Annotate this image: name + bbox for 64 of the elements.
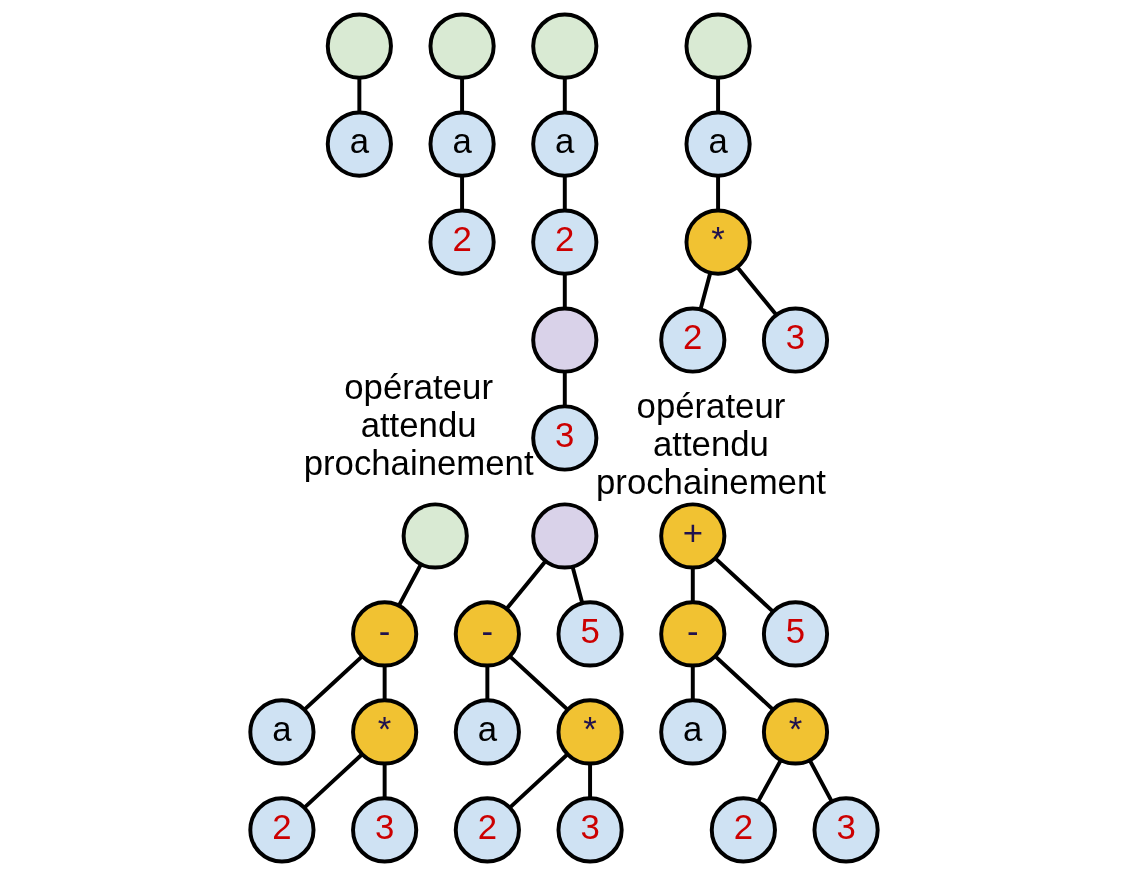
node-circle: *: [684, 208, 752, 276]
connector: [397, 563, 423, 607]
connector: [562, 78, 567, 113]
connector: [485, 666, 490, 700]
connector: [714, 655, 775, 711]
node-circle: [531, 12, 599, 80]
connector: [508, 753, 569, 809]
node-circle: [401, 502, 469, 570]
node-circle: [428, 12, 496, 80]
node-circle: 2: [531, 208, 599, 276]
connector: [756, 759, 783, 803]
node-circle: 5: [761, 600, 830, 668]
connector: [716, 78, 721, 113]
connector: [562, 372, 567, 406]
node-circle: 5: [556, 600, 624, 668]
connector: [716, 176, 721, 210]
node-label: opérateur attendu prochainement: [303, 368, 534, 483]
connector: [382, 764, 387, 798]
node-circle: -: [351, 600, 419, 668]
connector: [698, 272, 713, 310]
connector: [460, 176, 465, 210]
node-circle: a: [659, 698, 727, 766]
connector: [736, 266, 778, 317]
node-label: opérateur attendu prochainement: [596, 387, 826, 502]
connector: [714, 557, 775, 613]
node-circle: a: [531, 110, 599, 178]
node-circle: 3: [351, 796, 419, 864]
node-circle: 2: [709, 796, 777, 864]
node-circle: [684, 12, 752, 80]
connector: [303, 753, 364, 809]
node-circle: -: [659, 600, 727, 668]
node-circle: 2: [248, 796, 316, 864]
node-circle: a: [684, 110, 752, 178]
node-circle: [531, 502, 599, 570]
node-circle: 3: [556, 796, 624, 864]
connector: [588, 764, 593, 798]
node-circle: +: [659, 502, 727, 570]
node-circle: 2: [453, 796, 521, 864]
node-circle: -: [453, 600, 521, 668]
node-circle: 3: [812, 796, 880, 864]
node-circle: 2: [428, 208, 496, 276]
node-circle: a: [453, 698, 521, 766]
node-circle: [325, 12, 393, 80]
connector: [562, 176, 567, 210]
connector: [303, 655, 364, 711]
node-circle: a: [325, 110, 393, 178]
node-circle: 2: [659, 306, 727, 374]
connector: [808, 759, 834, 803]
node-circle: 3: [761, 306, 830, 374]
node-circle: *: [556, 698, 624, 766]
connector: [562, 274, 567, 308]
node-circle: [531, 306, 599, 374]
connector: [690, 666, 695, 700]
connector: [460, 78, 465, 113]
node-circle: *: [761, 698, 830, 766]
node-circle: *: [351, 698, 419, 766]
connector: [382, 666, 387, 700]
node-circle: a: [248, 698, 316, 766]
connector: [357, 78, 362, 113]
connector: [570, 566, 585, 604]
connector: [690, 568, 695, 602]
node-circle: a: [428, 110, 496, 178]
connector: [508, 655, 569, 711]
connector: [505, 560, 547, 611]
